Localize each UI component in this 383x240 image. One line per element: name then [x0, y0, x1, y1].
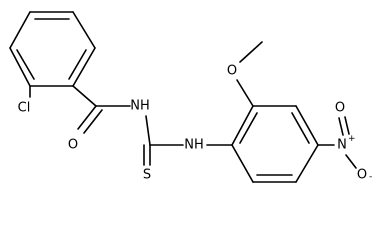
ring-carbonyl-bond: [72, 85, 97, 107]
chlorobenzene-ring: [9, 11, 96, 87]
sulfur-label: S: [143, 168, 151, 183]
thioamide-nh-label: NH: [184, 138, 204, 153]
nitro-double-bond-1: [338, 117, 344, 136]
nitro-oxygen-double-label: O: [335, 101, 345, 116]
nitrophenyl-ring: [231, 105, 319, 183]
nitro-oxygen-single-label: O: [357, 168, 367, 183]
nitro-double-bond-2: [344, 116, 350, 135]
carbonyl-oxygen-label: O: [68, 138, 78, 153]
chlorine-label: Cl: [18, 101, 31, 116]
nitro-oxygen-charge: -: [369, 172, 372, 182]
molecule-diagram: Cl O NH S NH O N + O O -: [9, 11, 372, 183]
carbonyl-double-bond-2: [83, 109, 103, 134]
amide-nh-label: NH: [130, 99, 150, 114]
nitro-nitrogen-label: N: [337, 138, 347, 153]
methoxy-methyl-bond: [239, 41, 263, 63]
methoxy-oxygen-label: O: [227, 64, 237, 79]
ring-methoxy-oxygen-bond: [236, 79, 254, 107]
carbonyl-double-bond-1: [77, 105, 97, 130]
nitro-single-bond: [345, 154, 357, 169]
nitro-nitrogen-charge: +: [348, 134, 356, 144]
nh-thiocarbonyl-bond: [145, 115, 151, 146]
structure-drawing: Cl O NH S NH O N + O O -: [9, 11, 372, 183]
